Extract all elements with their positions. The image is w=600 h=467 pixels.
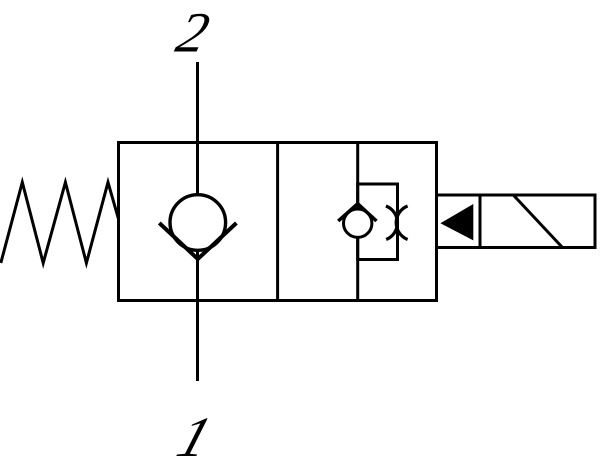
svg-text:1: 1 [170, 405, 219, 467]
svg-text:2: 2 [170, 0, 216, 64]
